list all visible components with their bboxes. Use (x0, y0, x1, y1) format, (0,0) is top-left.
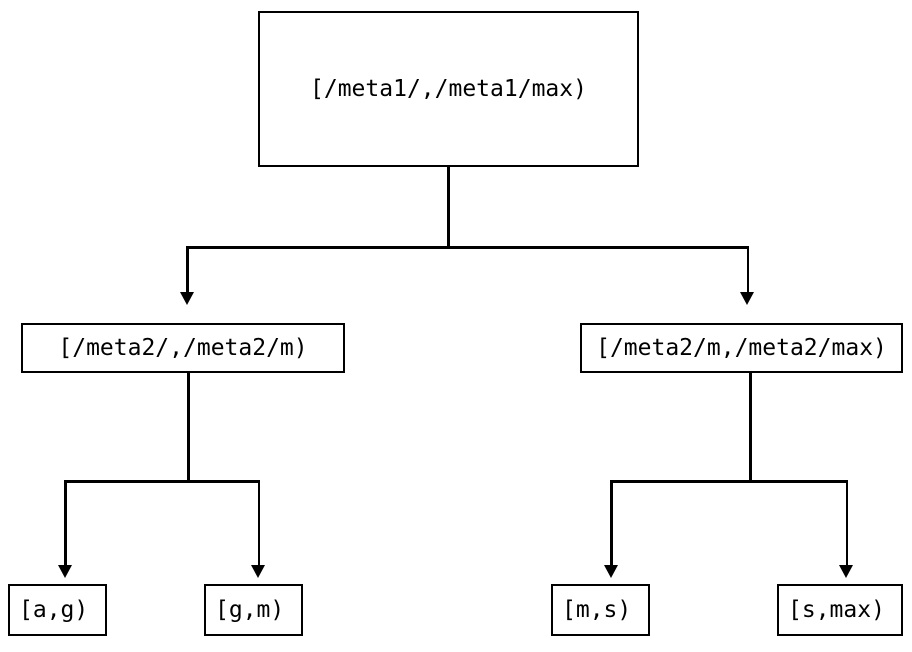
edge-mid-right-to-leaf3-drop (845, 480, 848, 565)
arrowhead-down-icon (740, 292, 754, 305)
tree-node-leaf-2[interactable]: [m,s) (551, 584, 650, 636)
arrowhead-down-icon (839, 565, 853, 578)
edge-mid-left-to-leaf1-drop (257, 480, 260, 565)
edge-root-crossbar (186, 246, 749, 249)
edge-mid-right-crossbar (610, 480, 848, 483)
tree-node-mid-left[interactable]: [/meta2/,/meta2/m) (21, 323, 345, 373)
tree-node-leaf-1[interactable]: [g,m) (204, 584, 303, 636)
arrowhead-down-icon (180, 292, 194, 305)
tree-node-root[interactable]: [/meta1/,/meta1/max) (258, 11, 639, 167)
arrowhead-down-icon (251, 565, 265, 578)
edge-mid-left-crossbar (64, 480, 260, 483)
edge-mid-right-stem (749, 373, 752, 482)
edge-mid-right-to-leaf2-drop (610, 480, 613, 565)
arrowhead-down-icon (58, 565, 72, 578)
edge-root-stem (447, 167, 450, 248)
edge-root-to-mid-right-drop (746, 246, 749, 292)
edge-root-to-mid-left-drop (186, 246, 189, 292)
tree-node-leaf-3[interactable]: [s,max) (777, 584, 903, 636)
edge-mid-left-to-leaf0-drop (64, 480, 67, 565)
tree-node-leaf-0[interactable]: [a,g) (8, 584, 107, 636)
arrowhead-down-icon (604, 565, 618, 578)
edge-mid-left-stem (187, 373, 190, 482)
tree-node-mid-right[interactable]: [/meta2/m,/meta2/max) (580, 323, 903, 373)
